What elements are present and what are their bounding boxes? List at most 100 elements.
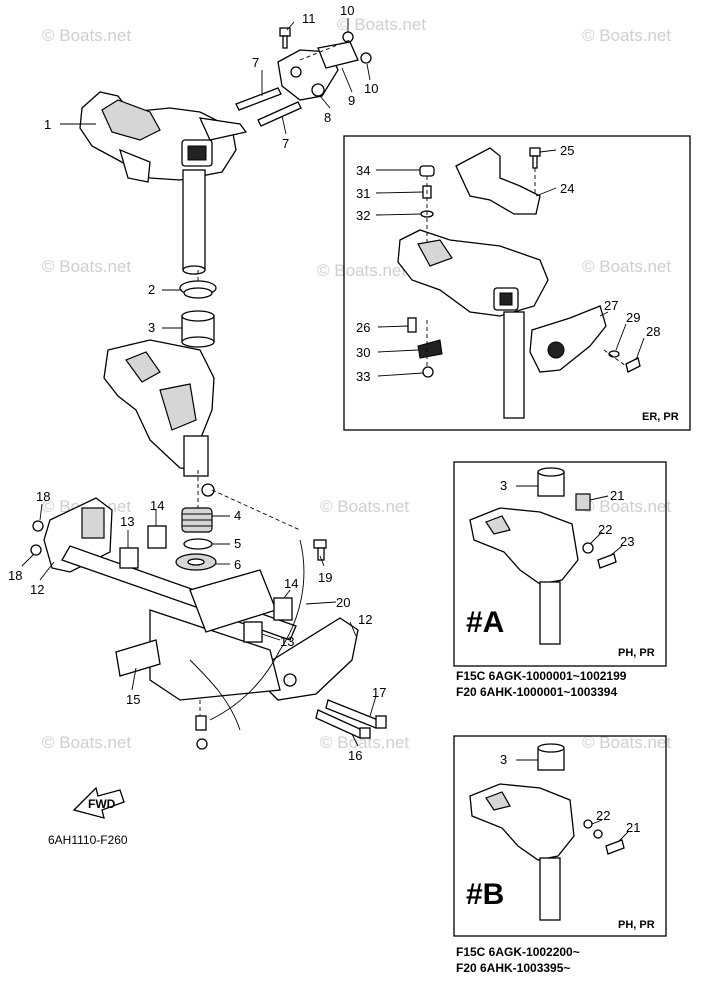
watermark: © Boats.net (582, 26, 671, 45)
watermark: © Boats.net (42, 26, 131, 45)
callout-13: 13 (120, 514, 134, 529)
part-7-stud (235, 87, 302, 127)
callout-28: 28 (646, 324, 660, 339)
part-18-nut (30, 520, 44, 556)
assembly-lines (197, 39, 351, 716)
main-exploded-view: FWD 6AH1110-F260 (30, 27, 387, 847)
watermark: © Boats.net (582, 497, 671, 516)
part-14-plate (147, 525, 293, 621)
callout-18: 18 (36, 489, 50, 504)
swivel-bracket (103, 339, 215, 497)
fwd-label: FWD (88, 797, 116, 811)
callout-22: 22 (598, 522, 612, 537)
inset-a-tag: PH, PR (618, 647, 655, 659)
part-16-bolt (315, 709, 371, 739)
part-19-bolt (313, 539, 327, 561)
callout-25: 25 (560, 143, 574, 158)
inset-a: 3 21 22 23 #A PH, PR F15C 6AGK-1000001~1… (453, 461, 667, 699)
main-leaders (21, 18, 377, 747)
callout-21: 21 (626, 820, 640, 835)
inset-er-pr-frame (343, 135, 691, 431)
watermark: © Boats.net (320, 497, 409, 516)
watermark: © Boats.net (320, 733, 409, 752)
callout-33: 33 (356, 369, 370, 384)
callout-9: 9 (348, 93, 355, 108)
inset-a-serial-f15c: F15C 6AGK-1000001~1002199 (456, 669, 627, 683)
callout-1: 1 (44, 117, 51, 132)
callout-4: 4 (234, 508, 241, 523)
callout-11: 11 (302, 11, 316, 26)
callout-27: 27 (604, 298, 618, 313)
inset-b: 3 22 21 #B PH, PR F15C 6AGK-1002200~ F20… (453, 735, 667, 975)
part-1-steering-bracket (79, 91, 248, 275)
callout-12: 12 (30, 582, 44, 597)
callout-7: 7 (252, 55, 259, 70)
inset-b-frame (453, 735, 667, 937)
callout-26: 26 (356, 320, 370, 335)
part-13-plate (119, 547, 263, 643)
callout-6: 6 (234, 557, 241, 572)
lower-bolt (195, 715, 208, 750)
watermark: © Boats.net (337, 15, 426, 34)
watermark: © Boats.net (582, 733, 671, 752)
part-17-bolt (325, 699, 387, 729)
callout-3: 3 (500, 752, 507, 767)
callout-15: 15 (126, 692, 140, 707)
part-10-nut (342, 31, 372, 64)
part-11-bolt (279, 27, 291, 49)
callout-13: 13 (280, 634, 294, 649)
part-15-plate (115, 639, 161, 677)
inset-er-pr: 34 31 32 25 24 26 30 33 27 29 28 ER, PR (343, 135, 691, 431)
watermark: © Boats.net (582, 257, 671, 276)
callout-30: 30 (356, 345, 370, 360)
watermark: © Boats.net (317, 261, 406, 280)
callout-32: 32 (356, 208, 370, 223)
part-4-spring (181, 507, 213, 533)
part-6-washer (175, 553, 217, 571)
callout-34: 34 (356, 163, 370, 178)
watermark: © Boats.net (42, 257, 131, 276)
callout-3: 3 (148, 320, 155, 335)
callout-18: 18 (8, 568, 22, 583)
inset-b-tag: PH, PR (618, 919, 655, 931)
inset-b-title: #B (466, 878, 504, 911)
part-8-bracket (277, 49, 339, 101)
callout-23: 23 (620, 534, 634, 549)
main-callouts: 1 2 3 4 5 6 7 7 8 9 10 10 11 12 12 13 13… (8, 3, 386, 763)
clamp-tube (61, 545, 297, 701)
callout-31: 31 (356, 186, 370, 201)
callout-10: 10 (340, 3, 354, 18)
callout-3: 3 (500, 478, 507, 493)
callout-21: 21 (610, 488, 624, 503)
part-9-plate (317, 41, 359, 69)
callout-24: 24 (560, 181, 574, 196)
callout-22: 22 (596, 808, 610, 823)
callout-10: 10 (364, 81, 378, 96)
callout-20: 20 (336, 595, 350, 610)
callout-7: 7 (282, 136, 289, 151)
inset-b-serial-f20: F20 6AHK-1003395~ (456, 961, 570, 975)
inset-a-title: #A (466, 606, 504, 639)
diagram-code: 6AH1110-F260 (48, 833, 128, 847)
callout-2: 2 (148, 282, 155, 297)
inset-a-serial-f20: F20 6AHK-1000001~1003394 (456, 685, 617, 699)
part-2-bushing (179, 280, 217, 299)
callout-14: 14 (284, 576, 298, 591)
callout-5: 5 (234, 536, 241, 551)
callout-16: 16 (348, 748, 362, 763)
callout-12: 12 (358, 612, 372, 627)
callout-8: 8 (324, 110, 331, 125)
part-20-ground-lead (189, 539, 305, 731)
part-5-o-ring (183, 538, 213, 550)
callout-19: 19 (318, 570, 332, 585)
inset-er-pr-tag: ER, PR (642, 411, 679, 423)
part-3-bushing (181, 310, 215, 348)
callout-14: 14 (150, 498, 164, 513)
callout-29: 29 (626, 310, 640, 325)
inset-a-frame (453, 461, 667, 667)
inset-b-serial-f15c: F15C 6AGK-1002200~ (456, 945, 580, 959)
watermark: © Boats.net (42, 733, 131, 752)
fwd-arrow: FWD (72, 786, 125, 819)
callout-17: 17 (372, 685, 386, 700)
